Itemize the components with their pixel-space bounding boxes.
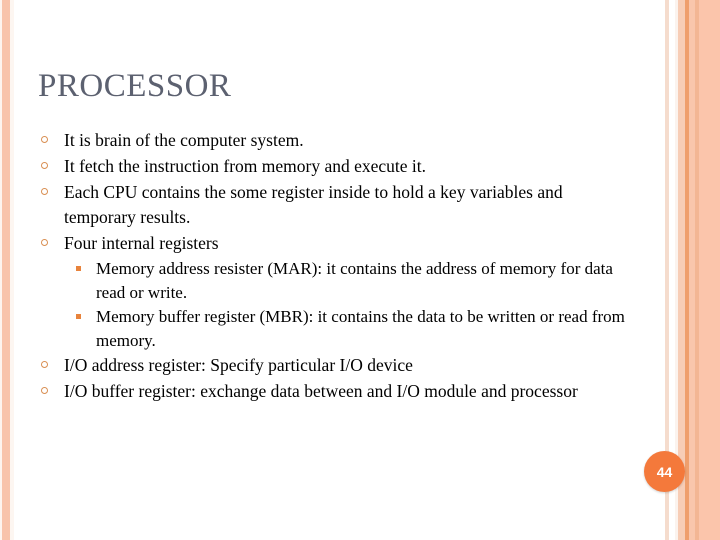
bullet-item: Four internal registers (36, 231, 636, 256)
bullet-item: It is brain of the computer system. (36, 128, 636, 153)
square-bullet-icon (76, 314, 81, 319)
hollow-circle-bullet-icon (41, 162, 48, 169)
left-border-stripe-main (2, 0, 10, 540)
sub-bullet-text: Memory address resister (MAR): it contai… (96, 259, 613, 302)
left-border-stripe-inner (10, 0, 14, 540)
hollow-circle-bullet-icon (41, 387, 48, 394)
bullet-text: I/O buffer register: exchange data betwe… (64, 381, 578, 401)
right-border-stripe-7 (695, 0, 699, 540)
bullet-text: It is brain of the computer system. (64, 130, 304, 150)
hollow-circle-bullet-icon (41, 136, 48, 143)
right-border-stripe-6 (689, 0, 695, 540)
bullet-text: I/O address register: Specify particular… (64, 355, 413, 375)
bullet-text: Four internal registers (64, 233, 219, 253)
right-border-stripe-1 (665, 0, 669, 540)
page-number-badge: 44 (644, 451, 685, 492)
hollow-circle-bullet-icon (41, 361, 48, 368)
hollow-circle-bullet-icon (41, 188, 48, 195)
bullet-item: It fetch the instruction from memory and… (36, 154, 636, 179)
bullet-item: I/O address register: Specify particular… (36, 353, 636, 378)
bullet-text: It fetch the instruction from memory and… (64, 156, 427, 176)
slide-title: PROCESSOR (38, 68, 232, 104)
bullet-text: Each CPU contains the some register insi… (64, 182, 563, 227)
sub-bullet-item: Memory buffer register (MBR): it contain… (66, 305, 636, 353)
sub-bullet-text: Memory buffer register (MBR): it contain… (96, 307, 625, 350)
sub-bullet-item: Memory address resister (MAR): it contai… (66, 257, 636, 305)
bullet-item: Each CPU contains the some register insi… (36, 180, 636, 230)
right-border-stripe-2 (669, 0, 675, 540)
square-bullet-icon (76, 266, 81, 271)
hollow-circle-bullet-icon (41, 239, 48, 246)
right-border-stripe-5 (685, 0, 689, 540)
slide-body-content: It is brain of the computer system. It f… (36, 128, 636, 405)
bullet-item: I/O buffer register: exchange data betwe… (36, 379, 636, 404)
right-border-stripe-8 (699, 0, 720, 540)
sub-bullet-group: Memory address resister (MAR): it contai… (36, 257, 636, 353)
left-border-stripe-outer (0, 0, 2, 540)
right-border-stripe-3 (675, 0, 678, 540)
right-border-stripe-4 (678, 0, 685, 540)
